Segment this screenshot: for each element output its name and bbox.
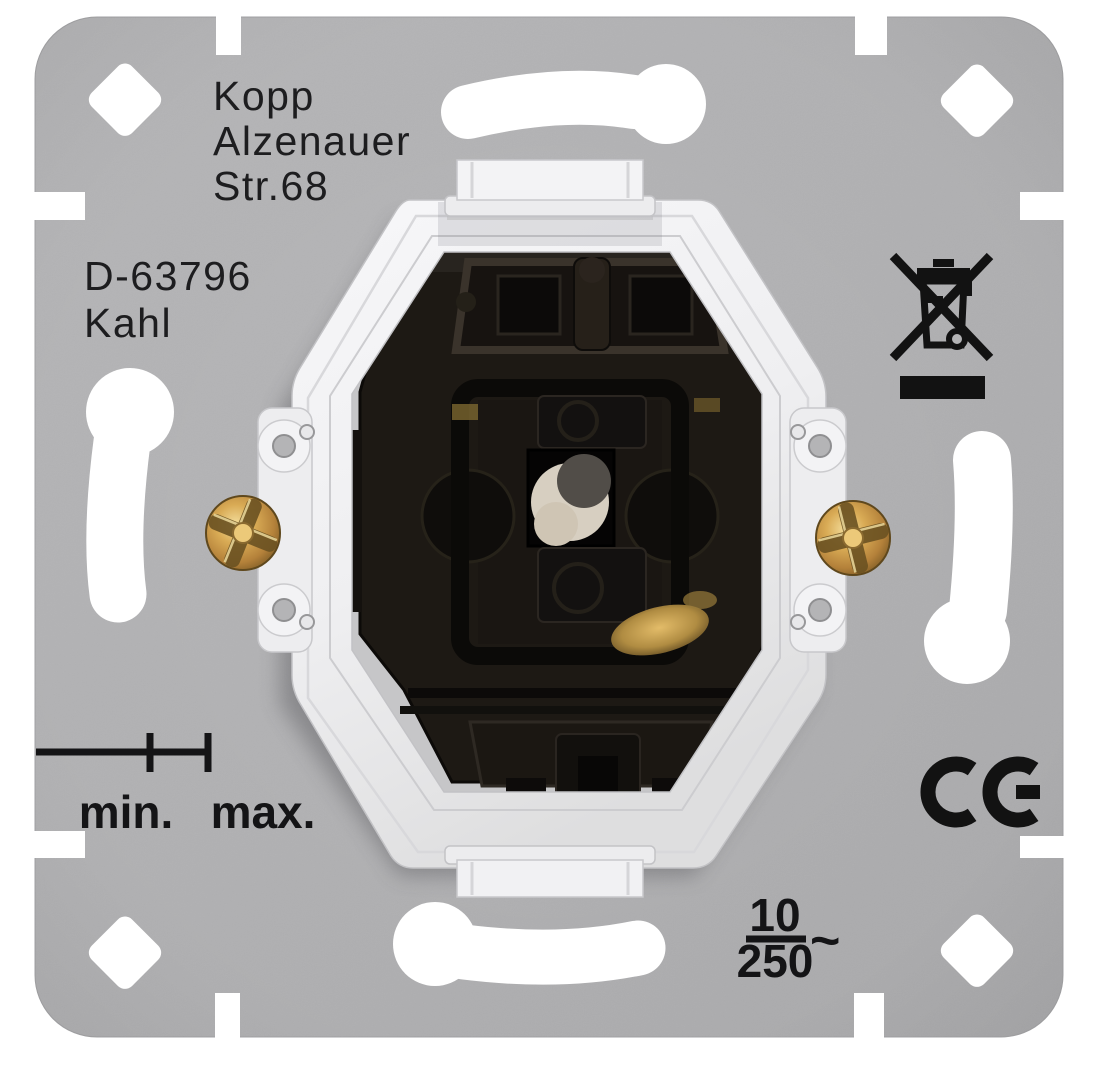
- diamond-cutout-top-right: [940, 64, 1014, 137]
- edge-notch-left-lower: [25, 831, 85, 858]
- depth-gauge: [36, 733, 212, 772]
- switch-mechanism: [338, 244, 788, 803]
- address-line1: D-63796: [84, 253, 252, 299]
- frame-tab-bottom: [444, 845, 656, 898]
- weee-icon: [889, 252, 994, 399]
- gauge-min-label: min.: [79, 786, 174, 838]
- keyhole-slot-bottom: [393, 902, 666, 986]
- plate-markings: Kopp Alzenauer Str.68 D-63796 Kahl min. …: [36, 73, 1040, 987]
- brass-contact: [452, 398, 720, 656]
- rating-marking: 10 250 ~: [737, 889, 841, 987]
- manufacturer-line1: Kopp: [213, 73, 315, 119]
- edge-notch-right-upper: [1020, 192, 1072, 220]
- keyhole-slot-left: [86, 368, 174, 623]
- frame-tab-top: [444, 159, 656, 220]
- fixing-screw-right: [815, 500, 891, 576]
- manufacturer-line2: Alzenauer: [213, 118, 411, 164]
- address-line2: Kahl: [84, 300, 172, 346]
- gauge-max-label: max.: [211, 786, 316, 838]
- rating-current: 10: [749, 889, 800, 941]
- mechanism-top-bracket: [451, 257, 729, 354]
- switch-insert: [205, 159, 891, 898]
- diamond-cutout-top-left: [88, 63, 162, 136]
- manufacturer-line3: Str.68: [213, 163, 329, 209]
- ce-mark-icon: [920, 756, 1040, 828]
- screw-ear-left: [257, 407, 315, 653]
- mechanism-center: [420, 379, 720, 665]
- edge-notch-top-left: [216, 8, 241, 55]
- fixing-screw-left: [205, 495, 281, 571]
- edge-notch-left-upper: [25, 192, 85, 220]
- mechanism-bottom-bracket: [400, 688, 746, 803]
- weee-bar: [900, 376, 985, 399]
- edge-notch-top-right: [855, 8, 887, 55]
- keyhole-slot-top: [441, 64, 706, 144]
- edge-notch-bottom-right: [854, 993, 884, 1043]
- rating-voltage: 250: [737, 935, 814, 987]
- diamond-cutout-bottom-left: [88, 916, 162, 989]
- rating-ac-symbol: ~: [810, 912, 840, 970]
- diamond-cutout-bottom-right: [940, 914, 1014, 987]
- keyhole-slot-right: [924, 431, 1013, 684]
- edge-notch-right-lower: [1020, 836, 1072, 858]
- edge-notch-bottom-left: [215, 993, 240, 1043]
